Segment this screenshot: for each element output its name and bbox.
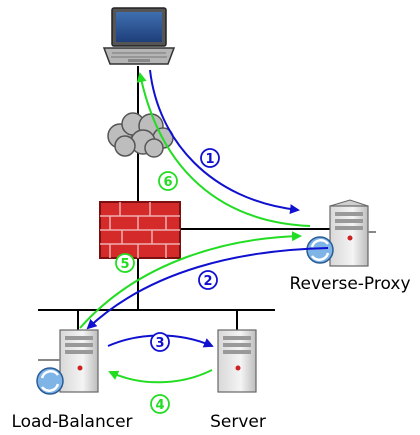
step-number-5: 5 [120,257,129,272]
step-badge-5: 5 [115,253,135,273]
arrow-step-6 [136,72,311,227]
load-balancer-label: Load-Balancer [11,412,132,432]
arrow-step-1 [149,69,300,215]
laptop-icon [102,7,176,65]
step-badge-4: 4 [150,394,170,414]
arrow-step-2 [86,247,329,330]
reverse-proxy-server-icon [306,199,376,267]
step-number-1: 1 [205,152,214,167]
step-badge-2: 2 [198,270,218,290]
server-icon [217,329,257,393]
step-number-3: 3 [155,336,164,351]
cloud-icon [107,112,174,158]
reverse-proxy-label: Reverse-Proxy [289,274,410,294]
step-badge-6: 6 [158,171,178,191]
arrow-step-5 [79,231,302,329]
load-balancer-server-icon [36,329,99,395]
firewall-icon [99,201,181,259]
step-badge-3: 3 [150,332,170,352]
step-number-2: 2 [203,274,212,289]
step-badge-1: 1 [200,148,220,168]
step-number-6: 6 [163,175,172,190]
response-arrows [79,72,311,384]
network-lines [38,66,330,330]
arrow-step-4 [108,369,213,384]
step-number-4: 4 [155,398,164,413]
server-label: Server [210,412,266,432]
